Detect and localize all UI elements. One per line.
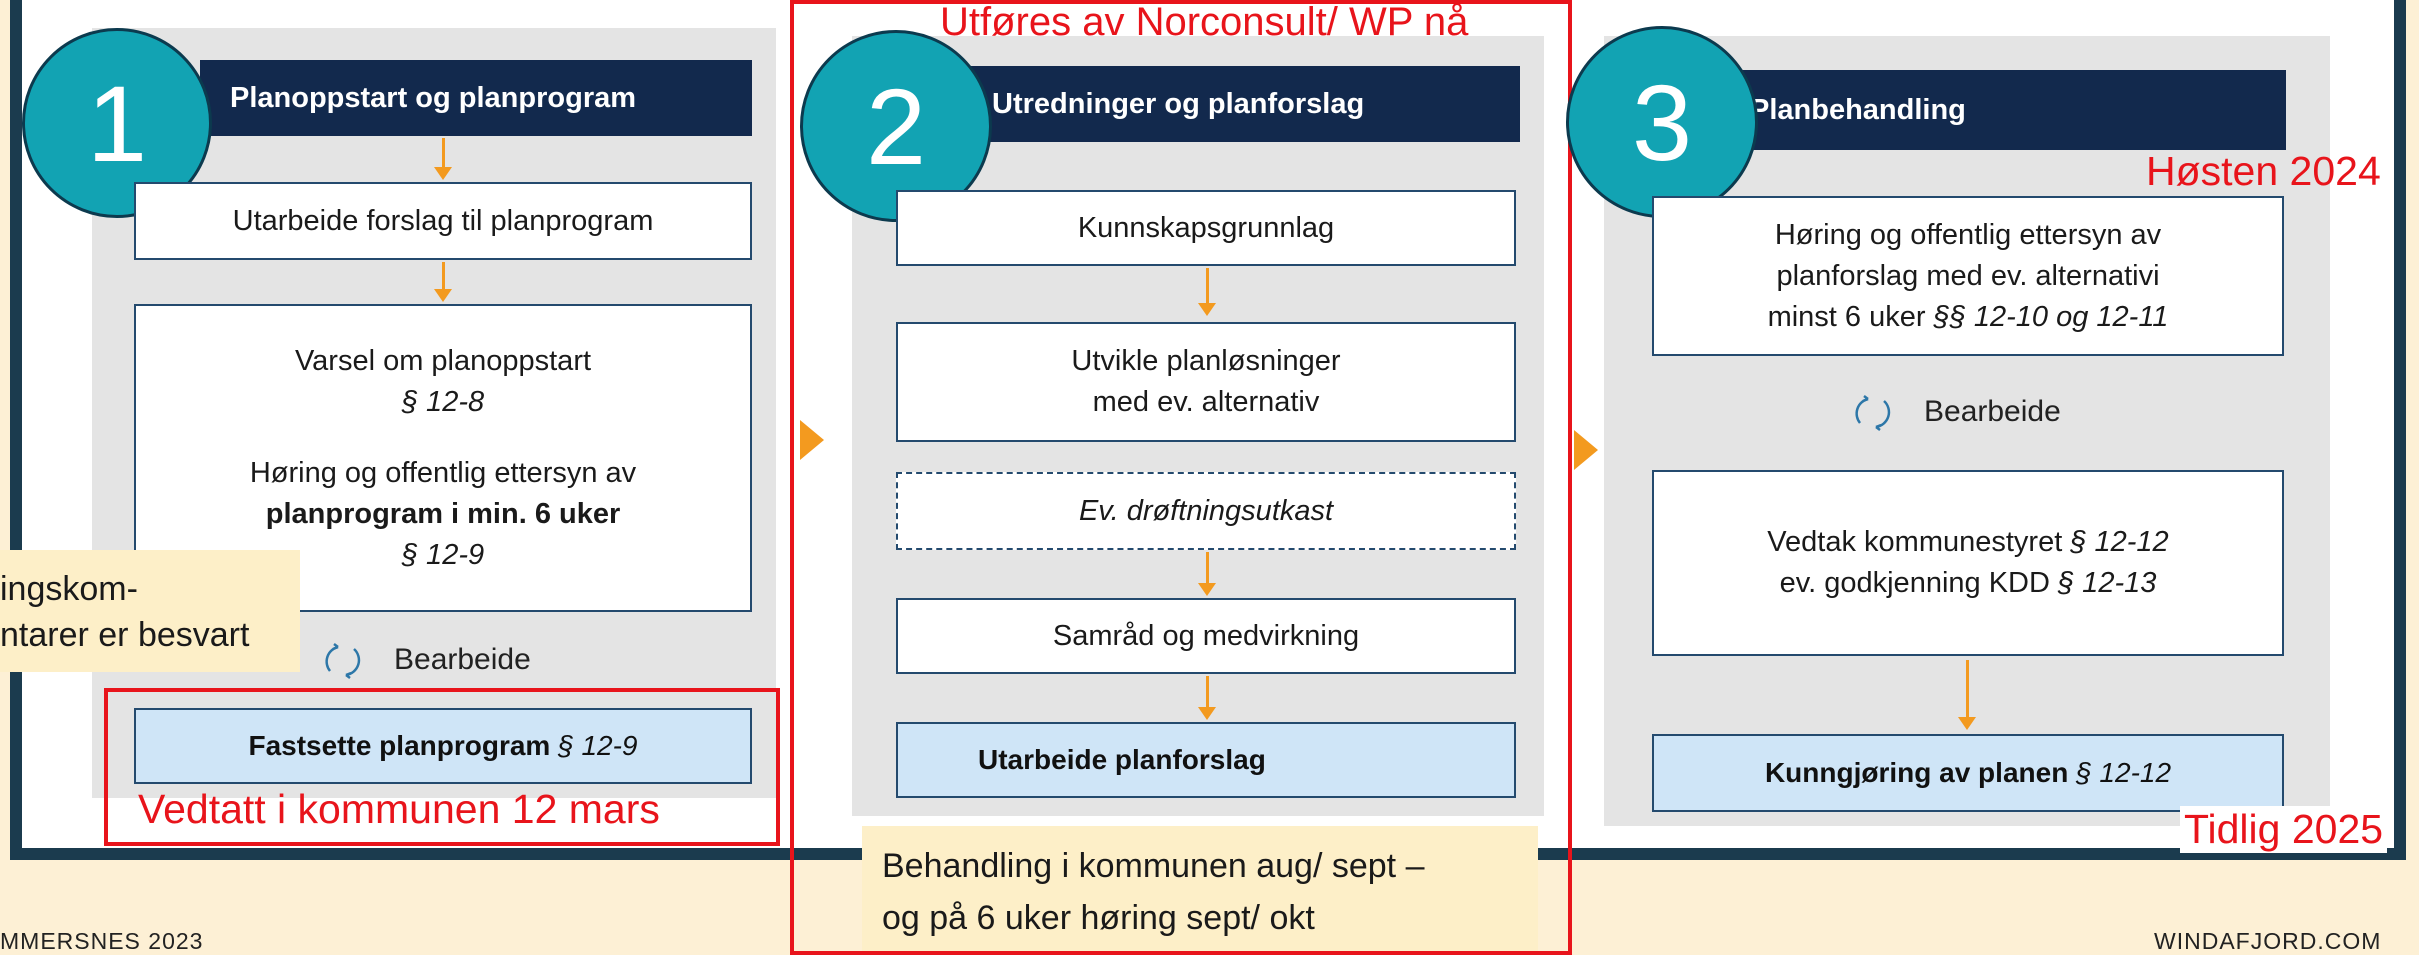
cycle-arrows-icon: [325, 643, 361, 679]
note-bottom-line1: Behandling i kommunen aug/ sept –: [882, 847, 1425, 885]
stage1-box-forslag-label: Utarbeide forslag til planprogram: [232, 204, 654, 237]
stage-arrow-2-3: [1574, 430, 1598, 470]
stage1-final-bold: Fastsette planprogram: [248, 730, 551, 761]
stage3-arrow-1: [1958, 660, 1976, 730]
stage-arrow-1-2: [800, 420, 824, 460]
stage3-vedtak-line2-plain: ev. godkjenning KDD: [1779, 567, 2058, 599]
stage1-number: 1: [86, 62, 148, 184]
tidlig-annotation: Tidlig 2025: [2180, 806, 2388, 853]
stage2-arrow-1: [1198, 268, 1216, 316]
stage3-bearbeide: Bearbeide: [1848, 392, 2061, 432]
note-bottom-line2: og på 6 uker høring sept/ okt: [882, 899, 1315, 937]
stage2-utvikle-line2: med ev. alternativ: [1092, 386, 1320, 418]
stage2-header: Utredninger og planforslag: [962, 66, 1520, 142]
stage3-vedtak-line1-plain: Vedtak kommunestyret: [1767, 526, 2071, 558]
stage1-arrow-2: [434, 262, 452, 302]
stage3-header: Planbehandling: [1726, 70, 2286, 150]
note-left-line1: ingskom-: [0, 570, 138, 608]
cycle-arrows-icon: [1855, 395, 1891, 431]
stage1-horing-line1: Høring og offentlig ettersyn av: [249, 456, 637, 489]
stage1-box-varsel-horing: Varsel om planoppstart § 12-8 Høring og …: [134, 304, 752, 612]
footer-left: MMERSNES 2023: [0, 928, 204, 954]
stage3-bearbeide-label: Bearbeide: [1924, 395, 2061, 428]
stage2-header-label: Utredninger og planforslag: [992, 87, 1365, 120]
stage3-vedtak-line2-ref: § 12-13: [2058, 567, 2157, 599]
stage2-utvikle-line1: Utvikle planløsninger: [1071, 345, 1341, 377]
stage3-box-horing: Høring og offentlig ettersyn av planfors…: [1652, 196, 2284, 356]
stage2-box-utvikle: Utvikle planløsninger med ev. alternativ: [896, 322, 1516, 442]
stage1-horing-line2: planprogram i min. 6 uker: [265, 497, 621, 530]
stage1-varsel-line1: Varsel om planoppstart: [294, 344, 592, 377]
stage3-number: 3: [1631, 61, 1693, 183]
stage1-final-ref: § 12-9: [558, 730, 638, 761]
stage1-highlight-box: [104, 688, 780, 846]
stage3-final-bold: Kunngjøring av planen: [1764, 757, 2069, 788]
stage2-highlight-box: [790, 0, 1572, 955]
stage1-box-forslag: Utarbeide forslag til planprogram: [134, 182, 752, 260]
stage3-horing-line3-plain: minst 6 uker: [1767, 300, 1934, 333]
stage3-horing-line3-ref: §§ 12-10 og 12-11: [1933, 300, 2169, 333]
vedtatt-annotation: Vedtatt i kommunen 12 mars: [138, 786, 660, 832]
stage2-arrow-2: [1198, 552, 1216, 596]
stage3-number-circle: 3: [1566, 26, 1758, 218]
stage2-box-samrad: Samråd og medvirkning: [896, 598, 1516, 674]
note-left: ingskom- ntarer er besvart: [0, 550, 300, 672]
stage1-bearbeide-label: Bearbeide: [394, 643, 531, 676]
stage2-box-droftning-label: Ev. drøftningsutkast: [1078, 494, 1334, 527]
stage1-arrow-1: [434, 138, 452, 180]
stage1-bearbeide: Bearbeide: [318, 640, 531, 680]
stage3-horing-line2: planforslag med ev. alternativi: [1776, 259, 2160, 292]
stage1-header-label: Planoppstart og planprogram: [230, 81, 637, 114]
stage3-vedtak-line1-ref: § 12-12: [2070, 526, 2169, 558]
top-center-annotation: Utføres av Norconsult/ WP nå: [940, 0, 1469, 44]
stage2-box-utarbeide: Utarbeide planforslag: [896, 722, 1516, 798]
stage1-header: Planoppstart og planprogram: [200, 60, 752, 136]
stage2-box-samrad-label: Samråd og medvirkning: [1052, 619, 1360, 652]
hosten-annotation: Høsten 2024: [2146, 148, 2381, 194]
stage3-box-kunngjoring: Kunngjøring av planen § 12-12: [1652, 734, 2284, 812]
stage2-box-kunnskap-label: Kunnskapsgrunnlag: [1077, 211, 1335, 244]
stage3-final-ref: § 12-12: [2076, 757, 2172, 788]
stage2-box-kunnskap: Kunnskapsgrunnlag: [896, 190, 1516, 266]
note-left-line2: ntarer er besvart: [0, 616, 250, 654]
stage1-varsel-line2: § 12-8: [401, 385, 485, 418]
stage2-arrow-3: [1198, 676, 1216, 720]
stage1-horing-line3: § 12-9: [401, 538, 485, 571]
stage2-box-droftning: Ev. drøftningsutkast: [896, 472, 1516, 550]
footer-right: WINDAFJORD.COM: [2154, 928, 2382, 954]
stage1-box-fastsette: Fastsette planprogram § 12-9: [134, 708, 752, 784]
stage3-box-vedtak: Vedtak kommunestyret § 12-12 ev. godkjen…: [1652, 470, 2284, 656]
stage2-number: 2: [865, 65, 927, 187]
note-bottom: Behandling i kommunen aug/ sept – og på …: [862, 826, 1538, 955]
stage3-header-label: Planbehandling: [1750, 93, 1966, 126]
stage2-final-label: Utarbeide planforslag: [978, 744, 1266, 775]
stage3-horing-line1: Høring og offentlig ettersyn av: [1774, 218, 2162, 251]
